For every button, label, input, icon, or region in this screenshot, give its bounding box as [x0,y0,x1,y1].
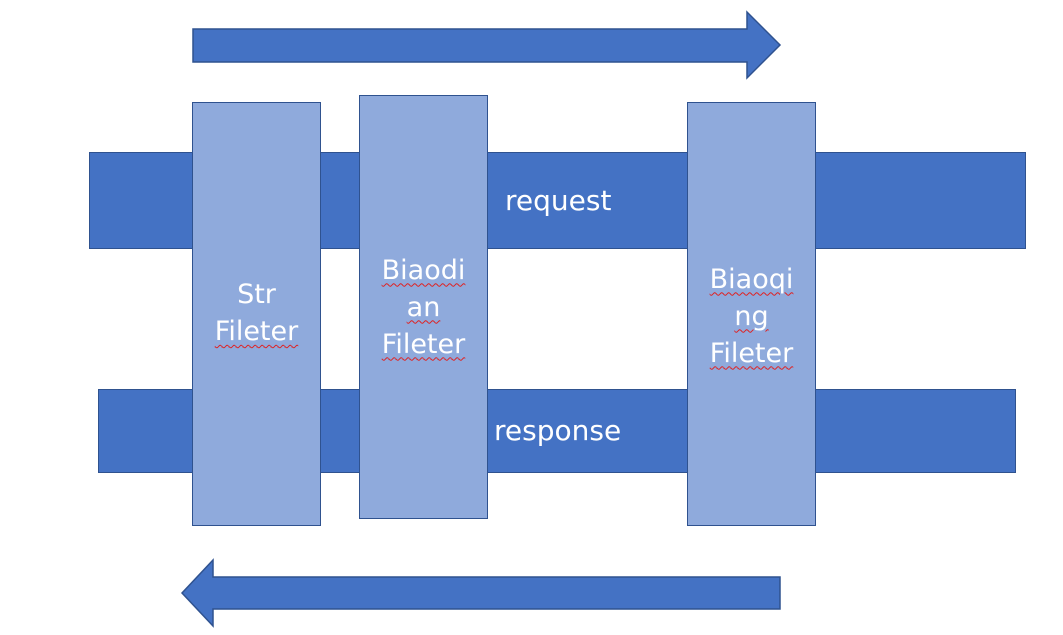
biaodian-filter-box: Biaodi an Fileter [359,95,488,519]
biaoqing-filter-box: Biaoqi ng Fileter [687,102,816,526]
biaoqing-filter-label: Biaoqi ng Fileter [709,263,794,369]
request-label: request [505,184,612,217]
str-filter-label: Str Fileter [214,279,299,347]
str-filter-box: Str Fileter [192,102,321,526]
response-label: response [494,414,622,447]
biaodian-filter-label: Biaodi an Fileter [381,254,466,360]
